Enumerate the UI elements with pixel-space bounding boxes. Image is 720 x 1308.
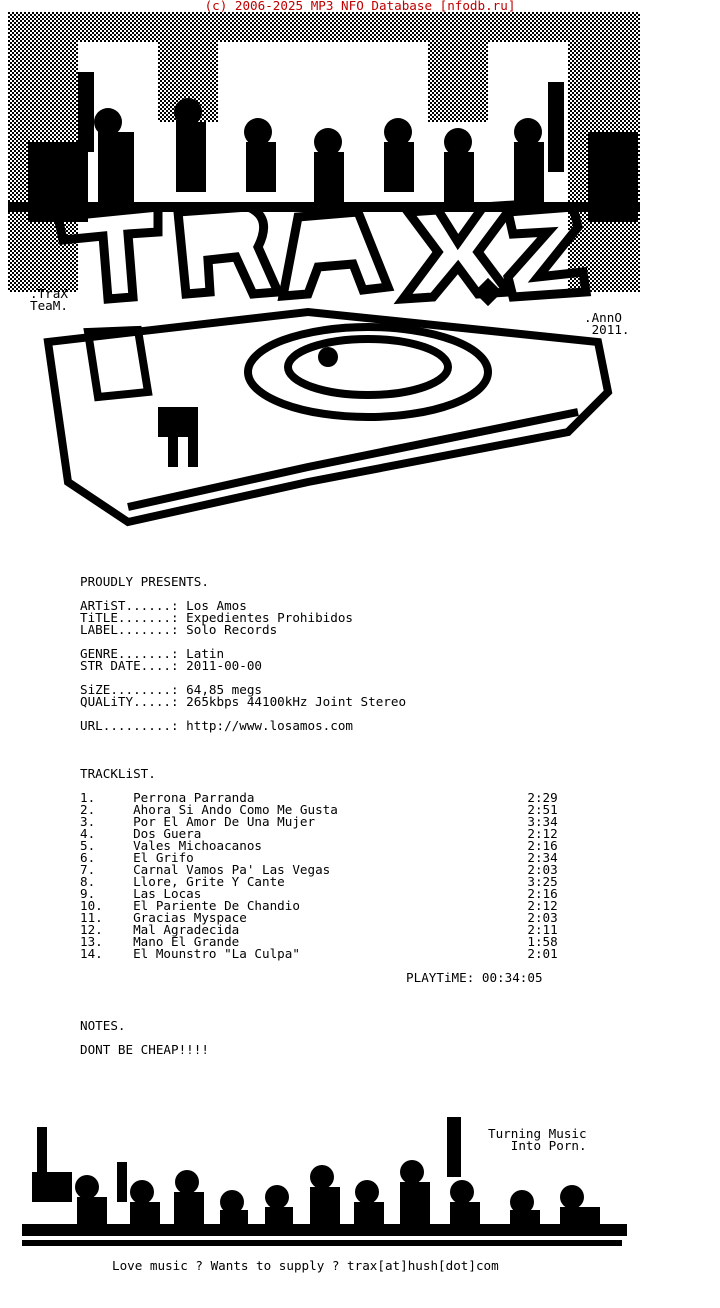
track-time: 2:16 <box>527 886 558 901</box>
tracklist-title: TRACKLiST. <box>80 766 156 781</box>
track-time: 3:25 <box>527 874 558 889</box>
track-number: 1. <box>80 790 96 805</box>
info-title: TiTLE.......: Expedientes Prohibidos <box>80 610 353 625</box>
track-row: 10. El Pariente De Chandio 2:12 <box>80 898 558 913</box>
info-str-date: STR DATE....: 2011-00-00 <box>80 658 262 673</box>
track-row: 6. El Grifo 2:34 <box>80 850 558 865</box>
track-title: Las Locas <box>133 886 202 901</box>
track-title: Vales Michoacanos <box>133 838 262 853</box>
track-title: El Grifo <box>133 850 194 865</box>
track-time: 2:12 <box>527 898 558 913</box>
track-number: 12. <box>80 922 103 937</box>
notes-title: NOTES. <box>80 1018 126 1033</box>
track-row: 5. Vales Michoacanos 2:16 <box>80 838 558 853</box>
tracklist: 1. Perrona Parranda 2:29 2. Ahora Si And… <box>80 790 558 961</box>
notes-text: DONT BE CHEAP!!!! <box>80 1042 209 1057</box>
info-url[interactable]: URL.........: http://www.losamos.com <box>80 718 353 733</box>
track-row: 11. Gracias Myspace 2:03 <box>80 910 558 925</box>
track-time: 2:11 <box>527 922 558 937</box>
track-number: 10. <box>80 898 103 913</box>
track-time: 3:34 <box>527 814 558 829</box>
turntable-art <box>43 307 613 527</box>
track-time: 2:34 <box>527 850 558 865</box>
track-time: 2:51 <box>527 802 558 817</box>
track-number: 11. <box>80 910 103 925</box>
track-row: 14. El Mounstro "La Culpa" 2:01 <box>80 946 558 961</box>
info-label: LABEL.......: Solo Records <box>80 622 278 637</box>
logo-left-note: .TraX TeaM. <box>30 286 68 313</box>
track-number: 4. <box>80 826 96 841</box>
track-time: 1:58 <box>527 934 558 949</box>
track-number: 8. <box>80 874 96 889</box>
track-title: Perrona Parranda <box>133 790 255 805</box>
nfodb-header: (c) 2006-2025 MP3 NFO Database [nfodb.ru… <box>204 0 516 13</box>
track-title: Por El Amor De Una Mujer <box>133 814 316 829</box>
track-row: 4. Dos Guera 2:12 <box>80 826 558 841</box>
slogan: Turning Music Into Porn. <box>488 1126 587 1153</box>
track-title: Carnal Vamos Pa' Las Vegas <box>133 862 331 877</box>
track-number: 6. <box>80 850 96 865</box>
track-row: 12. Mal Agradecida 2:11 <box>80 922 558 937</box>
info-genre: GENRE.......: Latin <box>80 646 225 661</box>
track-time: 2:12 <box>527 826 558 841</box>
track-title: Llore, Grite Y Cante <box>133 874 285 889</box>
track-time: 2:01 <box>527 946 558 961</box>
track-number: 5. <box>80 838 96 853</box>
playtime-line: PLAYTiME: 00:34:05 <box>406 970 543 985</box>
info-artist: ARTiST......: Los Amos <box>80 598 247 613</box>
track-row: 13. Mano El Grande 1:58 <box>80 934 558 949</box>
track-title: El Pariente De Chandio <box>133 898 300 913</box>
track-title: El Mounstro "La Culpa" <box>133 946 300 961</box>
track-row: 7. Carnal Vamos Pa' Las Vegas 2:03 <box>80 862 558 877</box>
track-number: 2. <box>80 802 96 817</box>
release-info-block: PROUDLY PRESENTS. ARTiST......: Los Amos… <box>80 574 558 1057</box>
track-row: 3. Por El Amor De Una Mujer 3:34 <box>80 814 558 829</box>
track-time: 2:03 <box>527 862 558 877</box>
track-title: Gracias Myspace <box>133 910 247 925</box>
track-time: 2:03 <box>527 910 558 925</box>
trax-lettering <box>52 199 592 305</box>
track-title: Mal Agradecida <box>133 922 240 937</box>
track-number: 3. <box>80 814 96 829</box>
track-time: 2:16 <box>527 838 558 853</box>
turntable-details <box>158 277 503 467</box>
info-size: SiZE........: 64,85 megs <box>80 682 262 697</box>
logo-right-note: .AnnO 2011. <box>584 310 630 337</box>
trax-logo-art <box>8 12 640 527</box>
track-time: 2:29 <box>527 790 558 805</box>
footer-contact: Love music ? Wants to supply ? trax[at]h… <box>112 1258 499 1273</box>
track-number: 13. <box>80 934 103 949</box>
bottom-crowd-art <box>22 1117 627 1246</box>
track-title: Ahora Si Ando Como Me Gusta <box>133 802 338 817</box>
intro-line: PROUDLY PRESENTS. <box>80 574 209 589</box>
track-number: 9. <box>80 886 96 901</box>
track-row: 2. Ahora Si Ando Como Me Gusta 2:51 <box>80 802 558 817</box>
track-row: 8. Llore, Grite Y Cante 3:25 <box>80 874 558 889</box>
track-title: Mano El Grande <box>133 934 240 949</box>
track-title: Dos Guera <box>133 826 202 841</box>
crowd-silhouettes <box>8 72 640 222</box>
track-row: 9. Las Locas 2:16 <box>80 886 558 901</box>
track-number: 14. <box>80 946 103 961</box>
info-quality: QUALiTY.....: 265kbps 44100kHz Joint Ste… <box>80 694 407 709</box>
track-number: 7. <box>80 862 96 877</box>
track-row: 1. Perrona Parranda 2:29 <box>80 790 558 805</box>
